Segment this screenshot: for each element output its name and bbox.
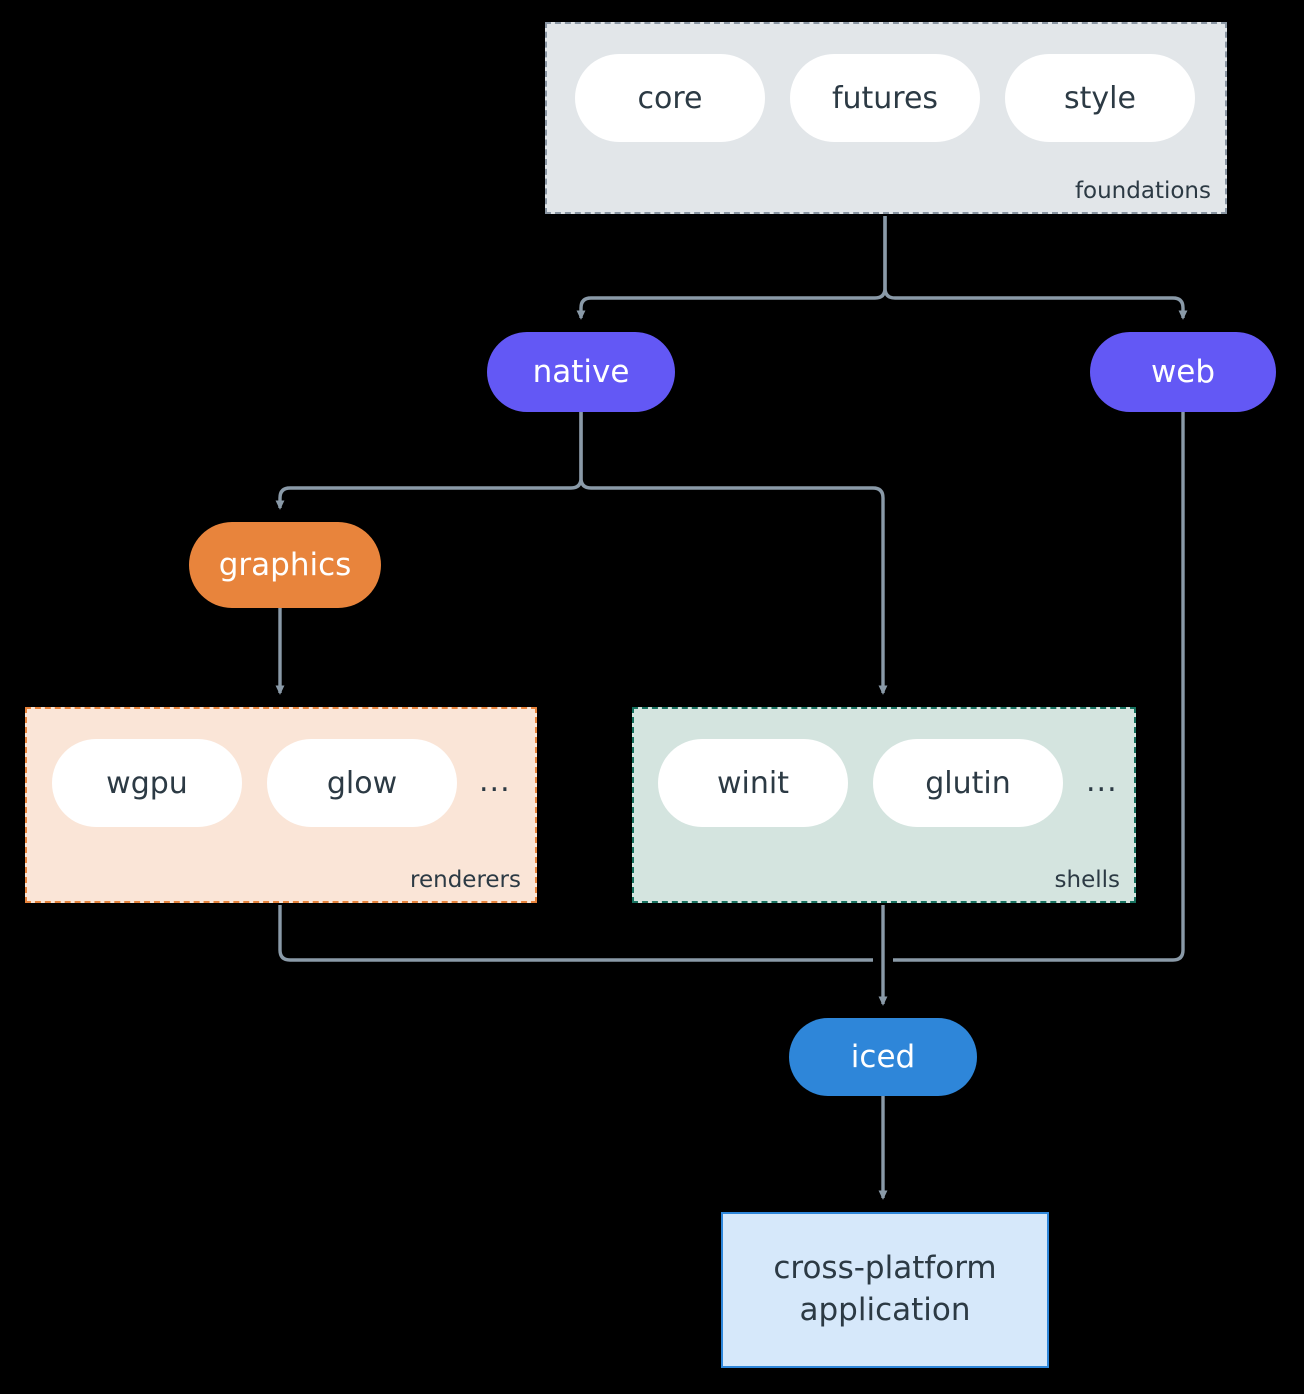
node-native[interactable]: native bbox=[487, 332, 675, 412]
node-iced[interactable]: iced bbox=[789, 1018, 977, 1096]
group-label-renderers: renderers bbox=[410, 867, 521, 893]
group-shells: winit glutin ... shells bbox=[632, 707, 1136, 903]
node-wgpu[interactable]: wgpu bbox=[52, 739, 242, 827]
shells-ellipsis: ... bbox=[1086, 764, 1118, 799]
edge-native-to-graphics bbox=[275, 412, 583, 510]
group-foundations: core futures style foundations bbox=[545, 22, 1227, 214]
node-winit[interactable]: winit bbox=[658, 739, 848, 827]
edge-native-to-shells bbox=[579, 412, 888, 695]
edge-foundations-to-native bbox=[576, 216, 887, 320]
node-futures[interactable]: futures bbox=[790, 54, 980, 142]
group-label-foundations: foundations bbox=[1074, 178, 1211, 204]
edge-web-to-iced bbox=[893, 412, 1185, 962]
edge-foundations-to-web bbox=[883, 216, 1188, 320]
edge-renderers-to-iced bbox=[278, 905, 873, 962]
group-label-shells: shells bbox=[1054, 867, 1120, 893]
node-glow[interactable]: glow bbox=[267, 739, 457, 827]
node-glutin[interactable]: glutin bbox=[873, 739, 1063, 827]
node-web[interactable]: web bbox=[1090, 332, 1276, 412]
group-renderers: wgpu glow ... renderers bbox=[25, 707, 537, 903]
application-line-2: application bbox=[799, 1292, 971, 1328]
node-core[interactable]: core bbox=[575, 54, 765, 142]
application-line-1: cross-platform bbox=[773, 1250, 997, 1287]
node-graphics[interactable]: graphics bbox=[189, 522, 381, 608]
renderers-ellipsis: ... bbox=[479, 764, 511, 799]
node-style[interactable]: style bbox=[1005, 54, 1195, 142]
node-cross-platform-application[interactable]: cross-platform application bbox=[721, 1212, 1049, 1368]
